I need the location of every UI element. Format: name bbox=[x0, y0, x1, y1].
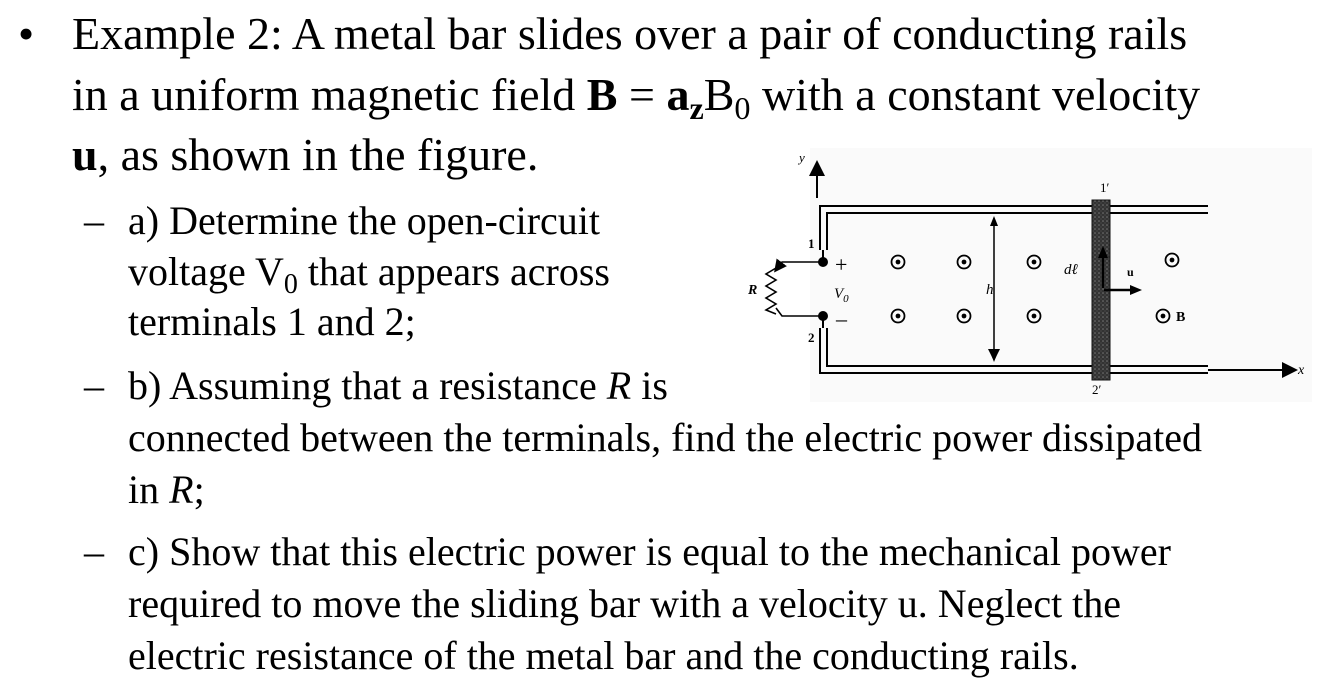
part-c-line-1: c) Show that this electric power is equa… bbox=[128, 529, 1171, 574]
top-rail bbox=[819, 205, 1208, 250]
x-axis-label: x bbox=[1297, 363, 1305, 378]
field-dot bbox=[1026, 254, 1042, 270]
resistor-zigzag bbox=[764, 267, 778, 315]
dash-marker-c: – bbox=[84, 529, 104, 574]
v0-label: V0 bbox=[834, 286, 849, 305]
unit-vector-a: a bbox=[666, 69, 690, 120]
bottom-rail bbox=[819, 328, 1208, 374]
dl-label: dℓ bbox=[1064, 262, 1078, 278]
y-axis-label: y bbox=[797, 150, 805, 165]
velocity-vector-u: u bbox=[72, 129, 98, 180]
example-line-2: in a uniform magnetic field B = azB0 wit… bbox=[72, 69, 1201, 127]
field-dot bbox=[1164, 252, 1180, 268]
field-dot bbox=[1155, 308, 1171, 324]
part-b-line-2: connected between the terminals, find th… bbox=[128, 415, 1203, 460]
field-dot bbox=[956, 308, 972, 324]
part-a-line-2: voltage V0 that appears across bbox=[128, 249, 610, 300]
part-a-line-3: terminals 1 and 2; bbox=[128, 299, 416, 344]
terminal-2-label: 2 bbox=[808, 330, 815, 345]
field-label: B bbox=[1176, 310, 1185, 325]
field-dot bbox=[1026, 308, 1042, 324]
example-line-3: u, as shown in the figure. bbox=[72, 129, 539, 180]
part-b-line-1: b) Assuming that a resistance R is bbox=[128, 363, 668, 408]
height-label: h bbox=[986, 282, 994, 298]
bar-bottom-label: 2′ bbox=[1092, 382, 1102, 397]
dash-marker-b: – bbox=[84, 363, 104, 408]
field-dot bbox=[956, 254, 972, 270]
part-c-line-2: required to move the sliding bar with a … bbox=[128, 581, 1122, 626]
bar-top-label: 1′ bbox=[1100, 180, 1110, 195]
part-b-line-3: in R; bbox=[128, 467, 205, 512]
terminal-1-label: 1 bbox=[808, 236, 815, 251]
field-vector-B: B bbox=[586, 69, 618, 120]
part-c-line-3: electric resistance of the metal bar and… bbox=[128, 633, 1079, 678]
bullet-marker: • bbox=[18, 8, 35, 59]
velocity-label: u bbox=[1127, 265, 1134, 279]
dash-marker-a: – bbox=[84, 198, 104, 243]
sliding-bar-figure: y x 1 2 R + V0 – B bbox=[722, 148, 1312, 402]
plus-sign: + bbox=[835, 252, 847, 277]
field-dots bbox=[890, 252, 1180, 324]
part-a-line-1: a) Determine the open-circuit bbox=[128, 198, 600, 243]
minus-sign: – bbox=[835, 306, 848, 331]
example-line-1: Example 2: A metal bar slides over a pai… bbox=[72, 8, 1188, 59]
resistor-label: R bbox=[747, 283, 757, 298]
field-dot bbox=[890, 254, 906, 270]
field-dot bbox=[890, 308, 906, 324]
